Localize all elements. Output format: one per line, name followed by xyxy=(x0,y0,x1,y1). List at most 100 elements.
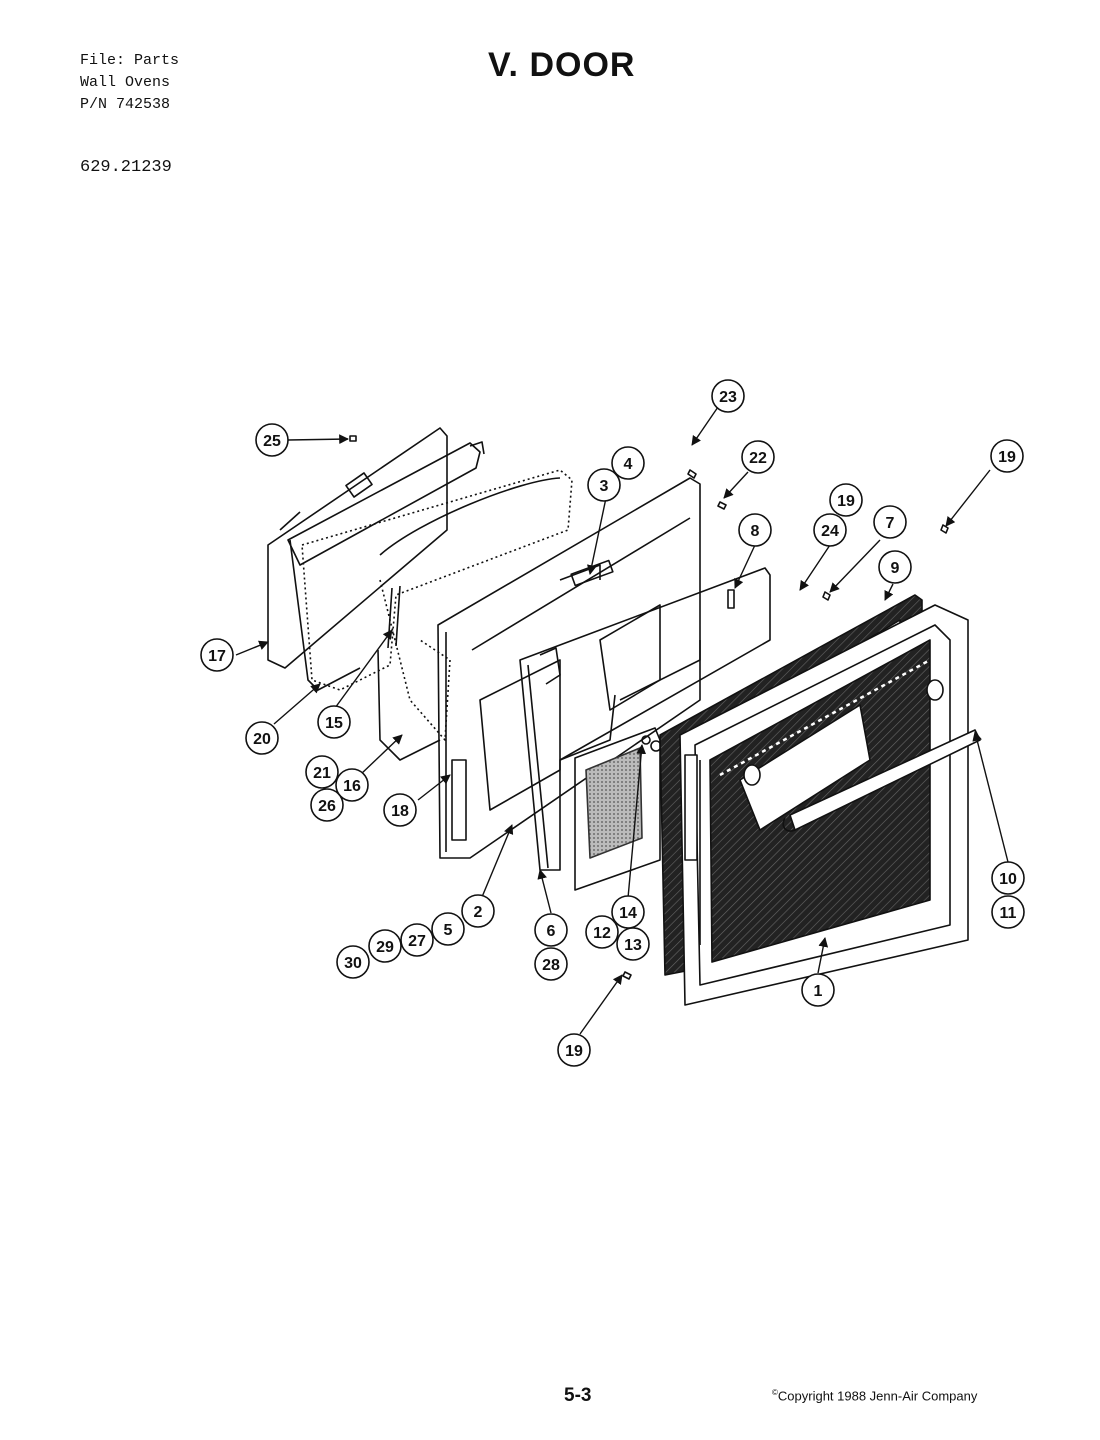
callout-c14: 14 xyxy=(611,895,645,929)
callout-number: 11 xyxy=(1000,905,1017,922)
callout-number: 26 xyxy=(318,798,336,815)
callout-circle xyxy=(878,550,912,584)
copyright: ©Copyright 1988 Jenn-Air Company xyxy=(772,1388,977,1403)
callout-number: 19 xyxy=(837,493,855,510)
part-rear-panel xyxy=(267,427,448,669)
callout-number: 30 xyxy=(344,955,362,972)
callout-circle xyxy=(741,440,775,474)
callout-number: 22 xyxy=(749,450,767,467)
callout-circle xyxy=(611,446,645,480)
callout-number: 25 xyxy=(263,433,281,450)
callout-number: 4 xyxy=(624,456,633,473)
hardware-screws xyxy=(349,435,949,980)
callout-c6: 6 xyxy=(534,913,568,947)
callout-number: 24 xyxy=(821,523,839,540)
page-title: V. DOOR xyxy=(488,46,636,84)
callout-c19a: 19 xyxy=(829,483,863,517)
callout-number: 8 xyxy=(751,523,760,540)
callout-c29: 29 xyxy=(368,929,402,963)
callout-number: 5 xyxy=(444,922,453,939)
model-number: 629.21239 xyxy=(80,158,172,177)
callout-circle xyxy=(587,468,621,502)
callout-c13: 13 xyxy=(616,927,650,961)
callout-c28: 28 xyxy=(534,947,568,981)
callout-circle xyxy=(461,894,495,928)
callout-c17: 17 xyxy=(200,638,234,672)
callout-c30: 30 xyxy=(336,945,370,979)
callout-c10: 10 xyxy=(991,861,1025,895)
callout-number: 10 xyxy=(999,871,1017,888)
file-info: File: Parts Wall Ovens P/N 742538 xyxy=(80,50,179,116)
callout-c12: 12 xyxy=(585,915,619,949)
callout-c9: 9 xyxy=(878,550,912,584)
callout-number: 6 xyxy=(547,923,556,940)
part-window-pack xyxy=(574,727,672,891)
callout-c5: 5 xyxy=(431,912,465,946)
callout-circle xyxy=(431,912,465,946)
callout-c19b: 19 xyxy=(990,439,1024,473)
callout-number: 15 xyxy=(325,715,343,732)
file-line: File: Parts xyxy=(80,52,180,69)
callout-c25: 25 xyxy=(255,423,289,457)
callout-circle xyxy=(200,638,234,672)
callout-circle xyxy=(990,439,1024,473)
callout-circle xyxy=(305,755,339,789)
callout-c7: 7 xyxy=(873,505,907,539)
copyright-text: Copyright 1988 Jenn-Air Company xyxy=(777,1388,978,1404)
callout-number: 20 xyxy=(253,731,271,748)
callout-circle xyxy=(534,913,568,947)
callout-number: 2 xyxy=(474,904,483,921)
callout-circle xyxy=(245,721,279,755)
callout-c26: 26 xyxy=(310,788,344,822)
callout-number: 21 xyxy=(313,765,331,782)
part-gasket xyxy=(287,441,485,691)
callout-c19c: 19 xyxy=(557,1033,591,1067)
callout-circle xyxy=(336,945,370,979)
callout-c4: 4 xyxy=(611,446,645,480)
callout-number: 28 xyxy=(542,957,560,974)
callout-number: 29 xyxy=(376,939,394,956)
callout-number: 19 xyxy=(565,1043,583,1060)
callout-c8: 8 xyxy=(738,513,772,547)
callout-c24: 24 xyxy=(813,513,847,547)
callout-number: 17 xyxy=(208,648,226,665)
part-handle xyxy=(743,679,981,832)
callout-circle xyxy=(534,947,568,981)
callout-c27: 27 xyxy=(400,923,434,957)
callout-c20: 20 xyxy=(245,721,279,755)
callout-number: 1 xyxy=(814,983,823,1000)
part-insulation xyxy=(301,469,573,741)
callout-c21: 21 xyxy=(305,755,339,789)
callout-number: 13 xyxy=(624,937,642,954)
callout-c2: 2 xyxy=(461,894,495,928)
callout-number: 9 xyxy=(891,560,900,577)
file-line: Wall Ovens xyxy=(80,74,171,91)
callout-c18: 18 xyxy=(383,793,417,827)
file-line: P/N 742538 xyxy=(80,96,171,113)
callout-number: 7 xyxy=(886,515,895,532)
callout-c15: 15 xyxy=(317,705,351,739)
callout-circle xyxy=(991,861,1025,895)
callout-number: 27 xyxy=(408,933,426,950)
callout-circle xyxy=(813,513,847,547)
callout-circle xyxy=(310,788,344,822)
callout-number: 3 xyxy=(600,478,609,495)
callout-number: 12 xyxy=(593,925,611,942)
page-number: 5-3 xyxy=(564,1385,592,1406)
callout-circle xyxy=(317,705,351,739)
callout-number: 16 xyxy=(343,778,361,795)
callout-number: 19 xyxy=(998,449,1016,466)
callout-circle xyxy=(991,895,1025,929)
callout-circle xyxy=(801,973,835,1007)
callout-circle xyxy=(585,915,619,949)
callout-c3: 3 xyxy=(587,468,621,502)
callout-circle xyxy=(711,379,745,413)
callout-circle xyxy=(873,505,907,539)
callout-number: 18 xyxy=(391,803,409,820)
part-insulation-outline xyxy=(377,477,561,761)
leader-lines xyxy=(235,406,1009,1035)
callout-circle xyxy=(616,927,650,961)
callout-circle xyxy=(335,768,369,802)
